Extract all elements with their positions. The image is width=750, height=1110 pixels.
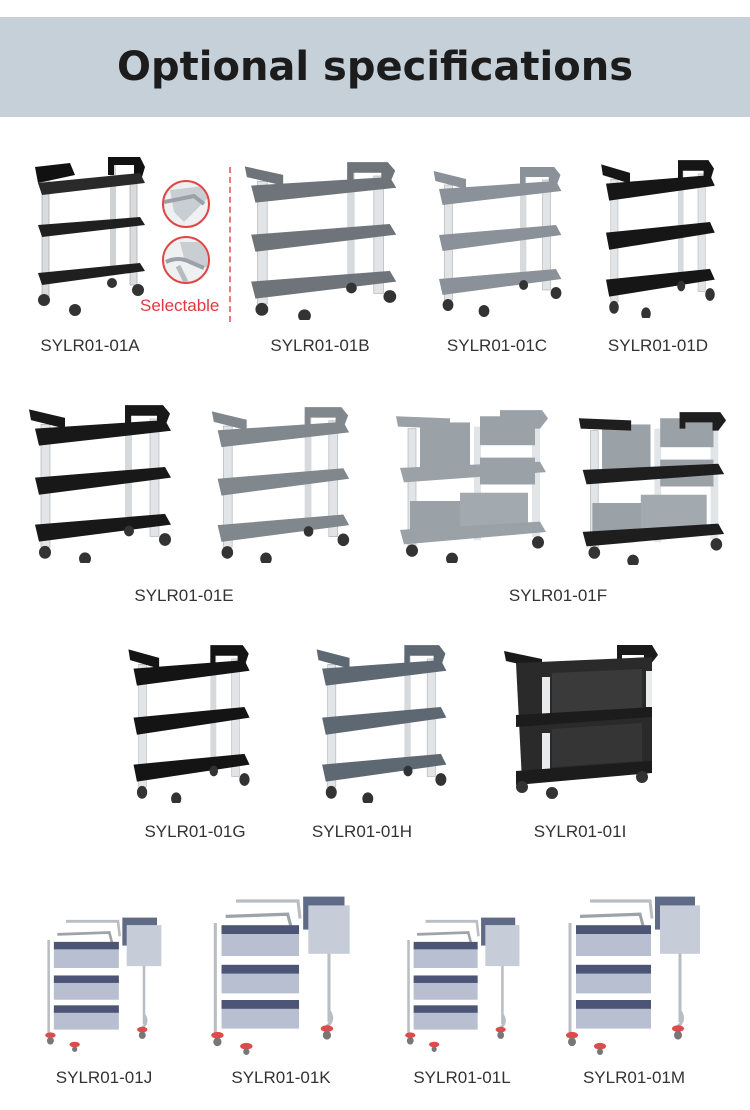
product-label-sylr01-01k: SYLR01-01K (231, 1068, 331, 1087)
product-image-sylr01-01k[interactable] (205, 890, 360, 1055)
product-image-sylr01-01d[interactable] (598, 158, 718, 318)
product-label-sylr01-01i: SYLR01-01I (533, 822, 627, 841)
product-label-sylr01-01b: SYLR01-01B (270, 336, 370, 355)
product-label-sylr01-01g: SYLR01-01G (144, 822, 246, 841)
selectable-label: Selectable (140, 296, 220, 315)
product-image-sylr01-01h[interactable] (313, 643, 450, 803)
product-label-sylr01-01f: SYLR01-01F (508, 586, 608, 605)
product-label-sylr01-01j: SYLR01-01J (55, 1068, 153, 1087)
product-image-sylr01-01b[interactable] (238, 160, 403, 320)
product-label-sylr01-01a: SYLR01-01A (40, 336, 140, 355)
product-image-sylr01-01e-gray[interactable] (208, 405, 353, 563)
page-title: Optional specifications (117, 44, 633, 90)
product-image-sylr01-01f-black[interactable] (573, 410, 728, 565)
product-image-sylr01-01e[interactable] (25, 403, 175, 563)
header-banner: Optional specifications (0, 17, 750, 117)
product-image-sylr01-01l[interactable] (400, 912, 528, 1052)
product-label-sylr01-01e: SYLR01-01E (134, 586, 234, 605)
divider-dashed (229, 167, 231, 322)
product-image-sylr01-01a[interactable] (30, 155, 150, 320)
product-label-sylr01-01c: SYLR01-01C (446, 336, 548, 355)
handle-option-2-image[interactable] (162, 236, 210, 284)
handle-option-1-image[interactable] (162, 180, 210, 228)
product-image-sylr01-01j[interactable] (40, 912, 170, 1052)
product-image-sylr01-01g[interactable] (125, 643, 253, 803)
product-image-sylr01-01m[interactable] (560, 890, 710, 1055)
product-label-sylr01-01d: SYLR01-01D (607, 336, 709, 355)
product-label-sylr01-01m: SYLR01-01M (582, 1068, 686, 1087)
product-label-sylr01-01l: SYLR01-01L (413, 1068, 511, 1087)
product-image-sylr01-01f-gray[interactable] (390, 408, 550, 563)
product-image-sylr01-01c[interactable] (430, 160, 565, 320)
product-image-sylr01-01i[interactable] (502, 641, 662, 801)
product-label-sylr01-01h: SYLR01-01H (311, 822, 413, 841)
